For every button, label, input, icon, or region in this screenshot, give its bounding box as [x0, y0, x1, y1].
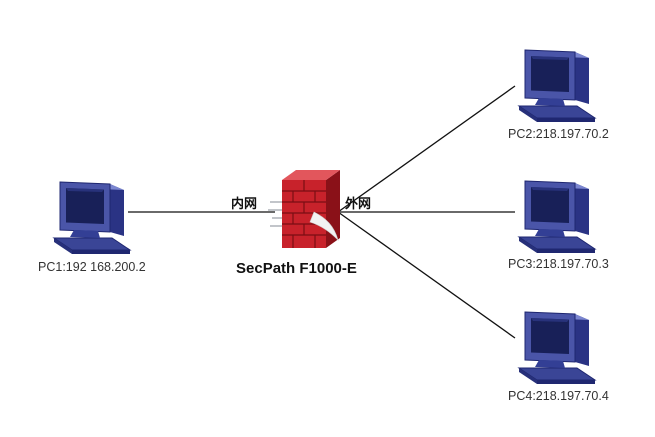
- pc1-computer-icon[interactable]: [53, 181, 131, 255]
- pc2-label: PC2:218.197.70.2: [508, 127, 609, 141]
- firewall-icon[interactable]: [268, 170, 340, 248]
- link-firewall-pc2: [337, 85, 516, 213]
- inside-network-label: 内网: [231, 196, 257, 212]
- firewall-model-label: SecPath F1000-E: [236, 260, 357, 277]
- pc4-label: PC4:218.197.70.4: [508, 389, 609, 403]
- connection-lines: [128, 85, 516, 339]
- pc2-computer-icon[interactable]: [518, 49, 596, 123]
- pc1-label: PC1:192 168.200.2: [38, 260, 146, 274]
- outside-network-label: 外网: [344, 196, 371, 212]
- pc4-computer-icon[interactable]: [518, 311, 596, 385]
- link-firewall-pc4: [337, 211, 516, 339]
- pc3-label: PC3:218.197.70.3: [508, 257, 609, 271]
- pc3-computer-icon[interactable]: [518, 180, 596, 254]
